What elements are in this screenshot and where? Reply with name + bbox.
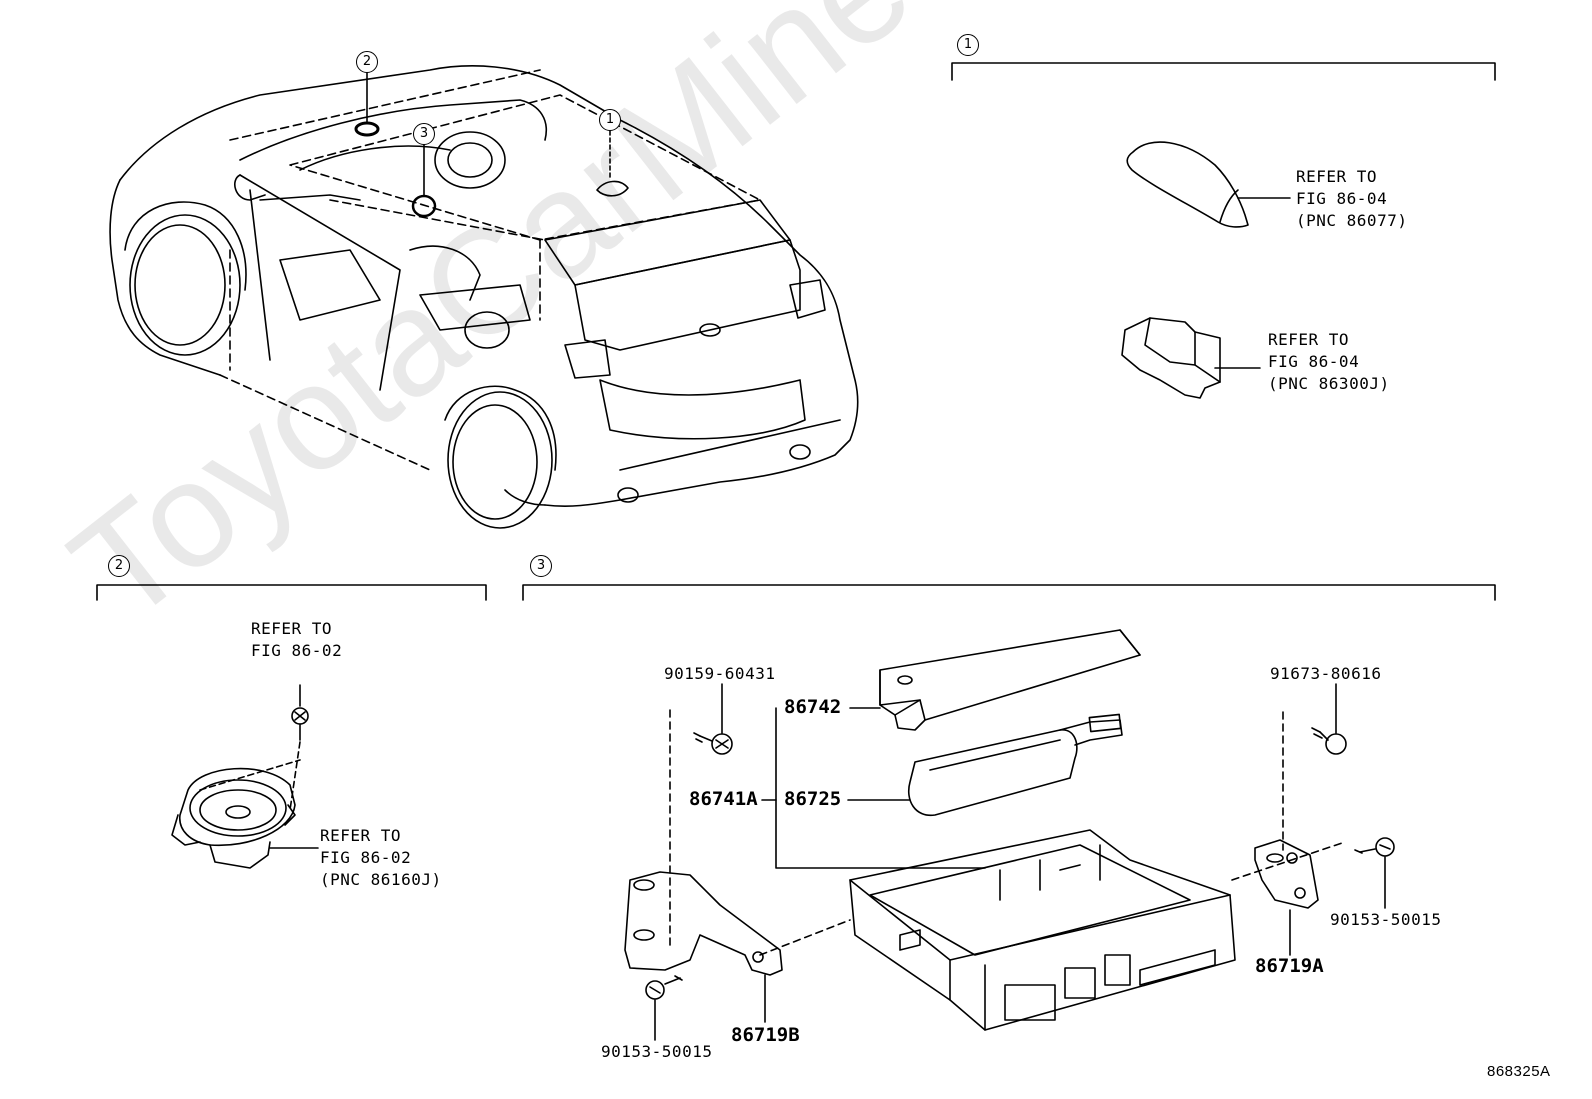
bolt-90153-50015-right [1354, 837, 1395, 909]
speaker-ref-line1: REFER TO [320, 826, 402, 845]
tweeter-speaker [171, 741, 319, 869]
bracket-86719A [1231, 711, 1346, 956]
bolt-91673-80616 [1311, 683, 1347, 755]
screw-ref-line1: REFER TO [251, 619, 333, 638]
part-86719B: 86719B [731, 1024, 800, 1046]
part-90153-50015-right: 90153-50015 [1330, 910, 1442, 929]
module-ref-line1: REFER TO [1268, 330, 1350, 349]
chassis-86741A [761, 707, 1236, 1031]
bolt-90159-60431 [693, 683, 733, 755]
part-91673-80616: 91673-80616 [1270, 664, 1382, 683]
antenna-amplifier-module [1121, 317, 1261, 399]
callout-3-section: 3 [530, 555, 552, 577]
speaker-screw [291, 684, 309, 741]
bolt-90153-50015-left [645, 975, 683, 1041]
antenna-ref-line2: FIG 86-04 [1296, 189, 1388, 208]
cover-86742 [849, 629, 1141, 731]
part-86719A: 86719A [1255, 955, 1324, 977]
speaker-ref-line2: FIG 86-02 [320, 848, 412, 867]
part-86741A: 86741A [689, 788, 758, 810]
callout-1-car: 1 [599, 109, 621, 131]
bracket-86719B [624, 709, 851, 1023]
callout-2-car: 2 [356, 51, 378, 73]
part-86725: 86725 [784, 788, 842, 810]
screw-ref-line2: FIG 86-02 [251, 641, 343, 660]
section-2-bracket [96, 584, 487, 601]
figure-id: 868325A [1487, 1063, 1551, 1080]
part-90153-50015-left: 90153-50015 [601, 1042, 713, 1061]
shark-fin-antenna [1126, 141, 1291, 228]
module-86725 [847, 713, 1123, 816]
section-1-bracket [951, 62, 1496, 81]
antenna-ref-line3: (PNC 86077) [1296, 211, 1408, 230]
module-ref-line2: FIG 86-04 [1268, 352, 1360, 371]
speaker-ref-line3: (PNC 86160J) [320, 870, 442, 889]
car-illustration [109, 65, 859, 529]
callout-2-section: 2 [108, 555, 130, 577]
callout-3-car: 3 [413, 123, 435, 145]
section-3-bracket [522, 584, 1496, 601]
part-90159-60431: 90159-60431 [664, 664, 776, 683]
antenna-ref-line1: REFER TO [1296, 167, 1378, 186]
part-86742: 86742 [784, 696, 842, 718]
callout-1-section: 1 [957, 34, 979, 56]
module-ref-line3: (PNC 86300J) [1268, 374, 1390, 393]
